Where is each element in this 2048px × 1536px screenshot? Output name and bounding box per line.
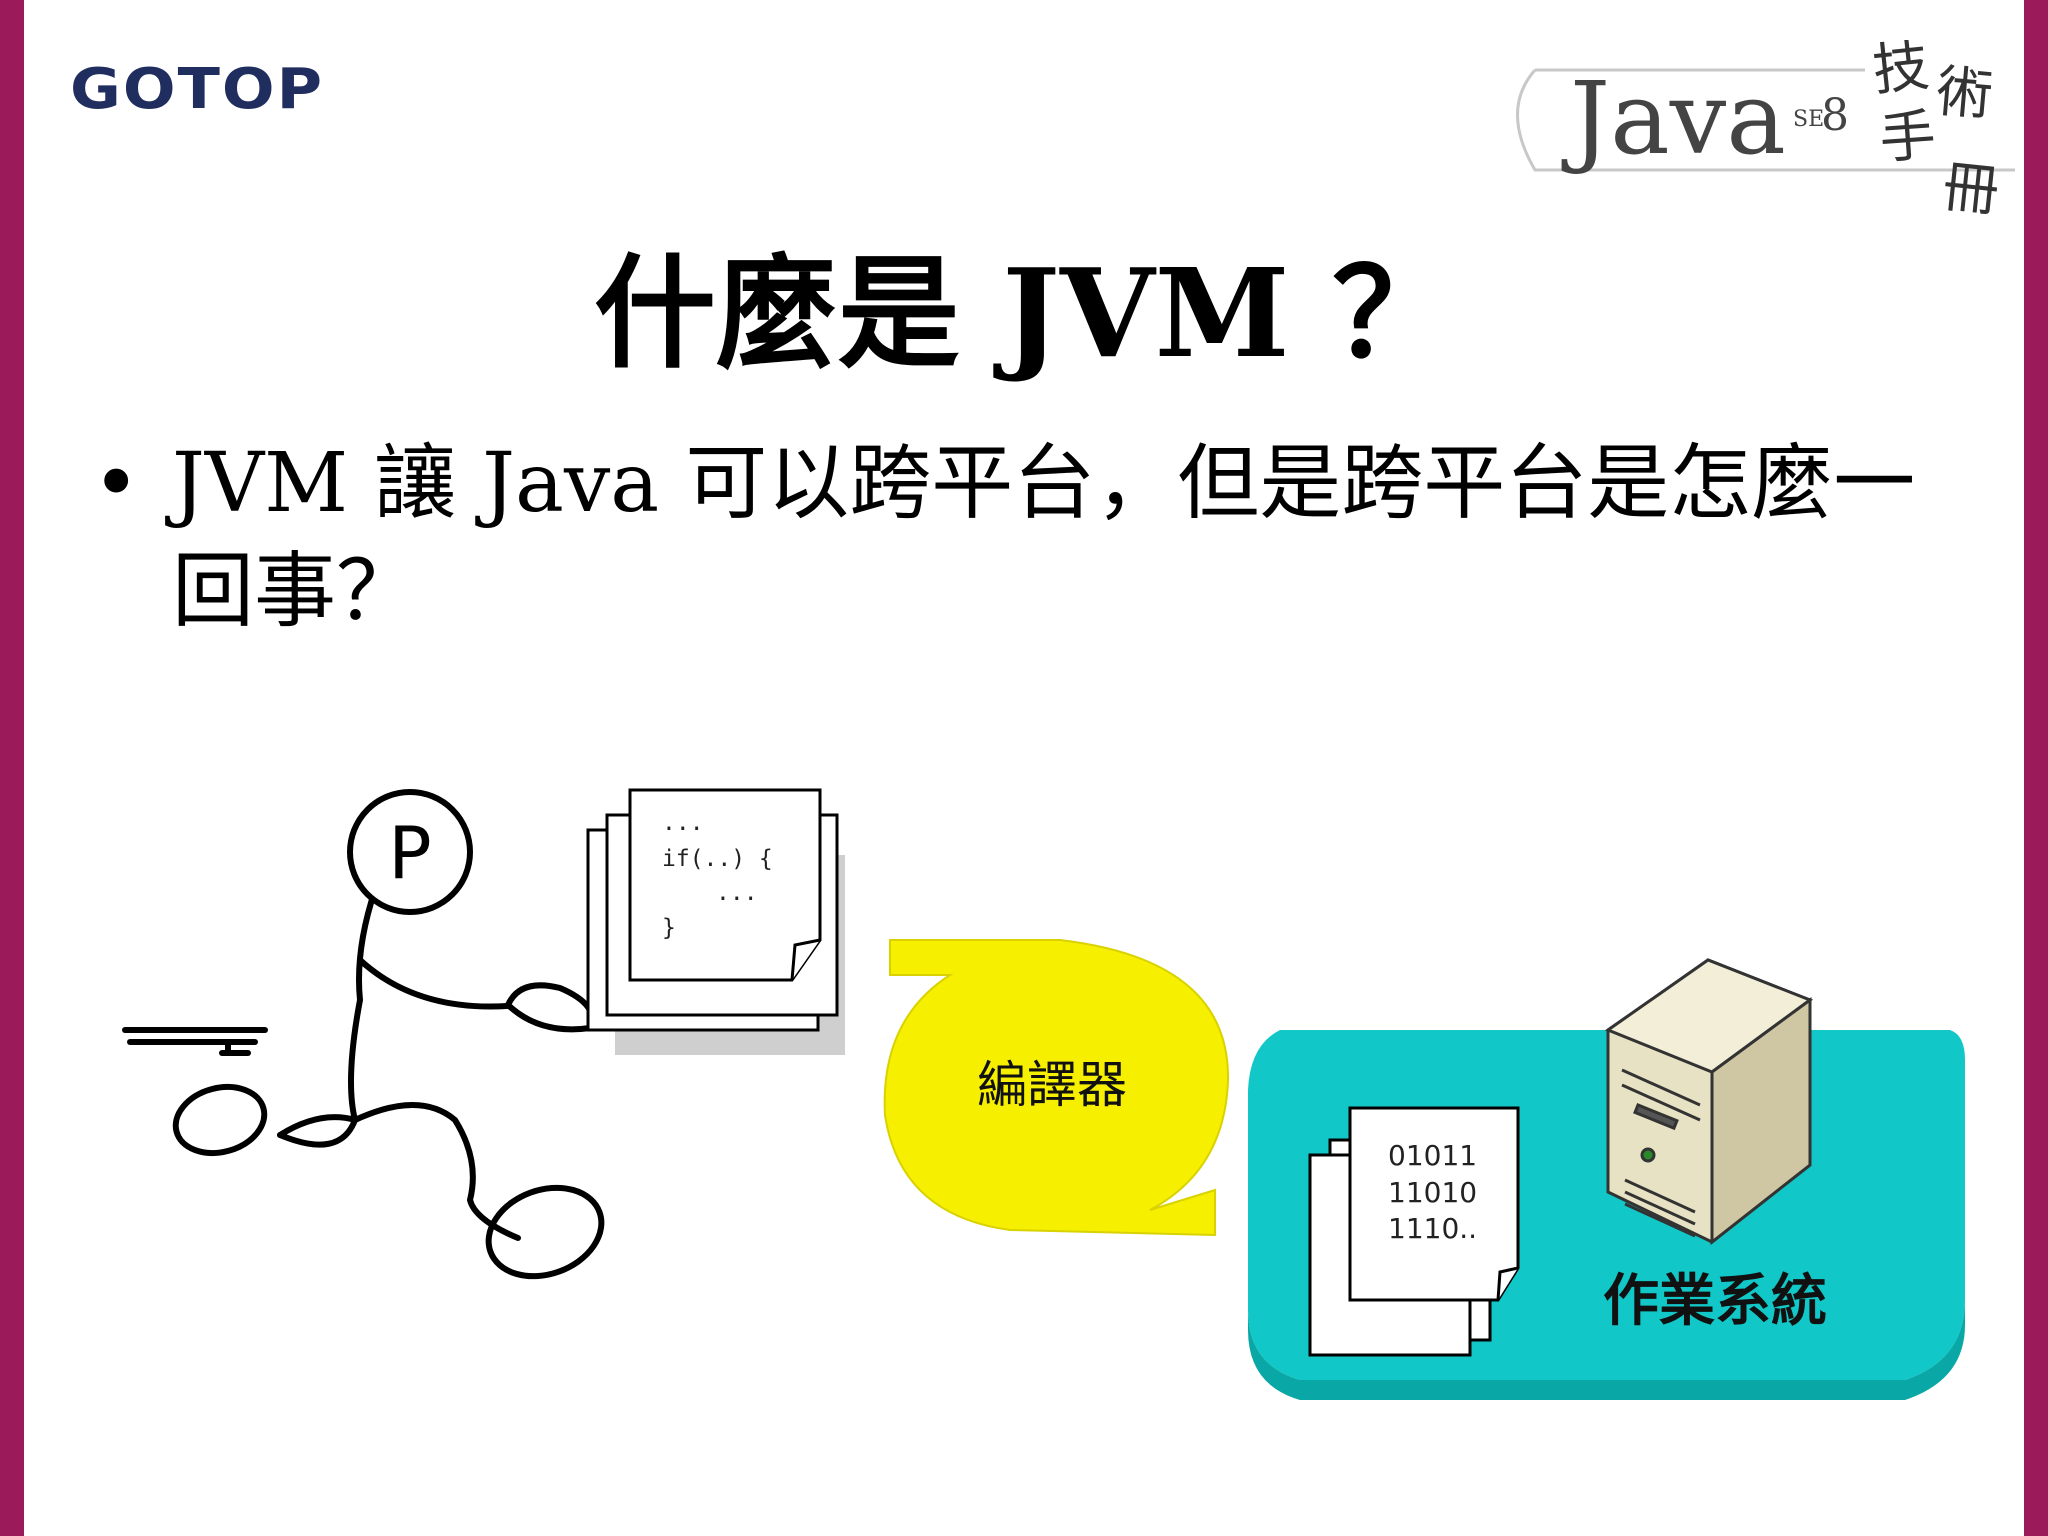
os-label: 作業系統 [1603,1269,1827,1334]
programmer-figure [122,887,605,1280]
brand-java-text: Java [1561,60,1786,177]
binary-line-1: 01011 [1388,1139,1477,1172]
binary-line-2: 11010 [1388,1176,1477,1209]
compiler-label: 編譯器 [977,1056,1127,1114]
bullet-text: JVM 讓 Java 可以跨平台，但是跨平台是怎麼一回事？ [172,436,1916,639]
brand-subtitle-char-1: 技 [1870,40,1932,104]
server-icon [1604,958,1814,1246]
code-line-1: ... [662,810,704,836]
right-border [2024,0,2048,1536]
brand-se-text: SE [1793,107,1824,132]
compiler-shape [883,939,1230,1237]
brand-subtitle-char-4: 冊 [1940,154,2002,215]
programmer-badge: P [388,811,431,895]
brand-subtitle-char-3: 手 [1877,103,1937,172]
programmer-head [347,789,473,915]
code-line-2: if(..) { [662,846,773,872]
slide-title: 什麼是 JVM ？ [593,241,1455,385]
code-line-3: ... [716,880,758,906]
gotop-logo: GOTOP [70,55,325,122]
brand-subtitle-char-2: 術 [1934,59,1995,129]
source-code-document: ... if(..) { ... } [586,788,845,1055]
left-border [0,0,24,1536]
bullet-dot: • [92,436,141,531]
binary-line-3: 1110.. [1388,1212,1477,1245]
compile-to-os-diagram: P ... if(..) { ... } 編譯器 01011 11010 111… [122,788,1965,1400]
java-brand-logo: Java SE 8 技 術 手 冊 [1516,40,2015,215]
brand-version-text: 8 [1821,90,1849,141]
binary-document [1308,1106,1520,1357]
code-line-4: } [662,915,676,941]
